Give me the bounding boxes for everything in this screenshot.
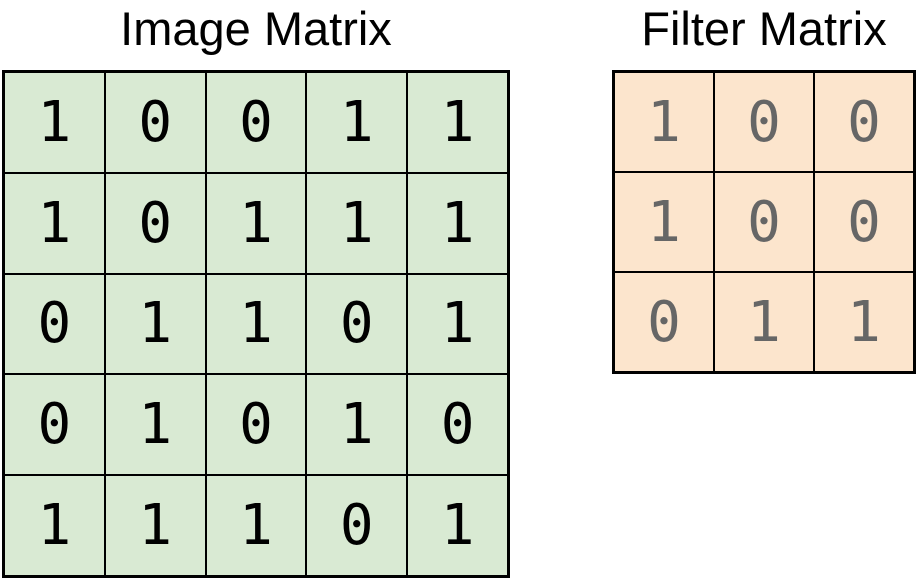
image-matrix-cell: 1 (206, 274, 306, 374)
image-matrix-cell: 0 (206, 73, 306, 172)
filter-matrix-cell: 1 (615, 73, 713, 171)
filter-matrix-title: Filter Matrix (641, 2, 887, 55)
image-matrix-cell: 1 (408, 173, 507, 273)
image-matrix-cell: 0 (307, 274, 407, 374)
image-matrix-cell: 1 (105, 476, 205, 575)
filter-matrix-cell: 0 (615, 273, 713, 371)
image-matrix-cell: 1 (206, 476, 306, 575)
image-matrix-cell: 1 (206, 173, 306, 273)
image-matrix-cell: 0 (5, 375, 104, 475)
image-matrix-cell: 1 (105, 375, 205, 475)
image-matrix-cell: 0 (408, 375, 507, 475)
image-matrix-cell: 1 (408, 73, 507, 172)
filter-matrix-cell: 0 (815, 73, 913, 171)
image-matrix-cell: 0 (307, 476, 407, 575)
image-matrix-cell: 1 (5, 173, 104, 273)
image-matrix-cell: 0 (105, 73, 205, 172)
filter-matrix-cell: 1 (715, 273, 813, 371)
image-matrix-cell: 1 (408, 476, 507, 575)
image-matrix-title: Image Matrix (120, 2, 392, 55)
image-matrix-cell: 0 (105, 173, 205, 273)
image-matrix-cell: 0 (206, 375, 306, 475)
filter-matrix-cell: 1 (815, 273, 913, 371)
image-matrix-cell: 1 (5, 73, 104, 172)
image-matrix-cell: 1 (408, 274, 507, 374)
filter-matrix-cell: 0 (715, 173, 813, 271)
image-matrix-cell: 1 (105, 274, 205, 374)
image-matrix-cell: 0 (5, 274, 104, 374)
filter-matrix-cell: 0 (715, 73, 813, 171)
image-matrix-cell: 1 (307, 73, 407, 172)
filter-matrix-cell: 1 (615, 173, 713, 271)
filter-matrix-cell: 0 (815, 173, 913, 271)
image-matrix-cell: 1 (307, 375, 407, 475)
image-matrix-cell: 1 (5, 476, 104, 575)
image-matrix-cell: 1 (307, 173, 407, 273)
